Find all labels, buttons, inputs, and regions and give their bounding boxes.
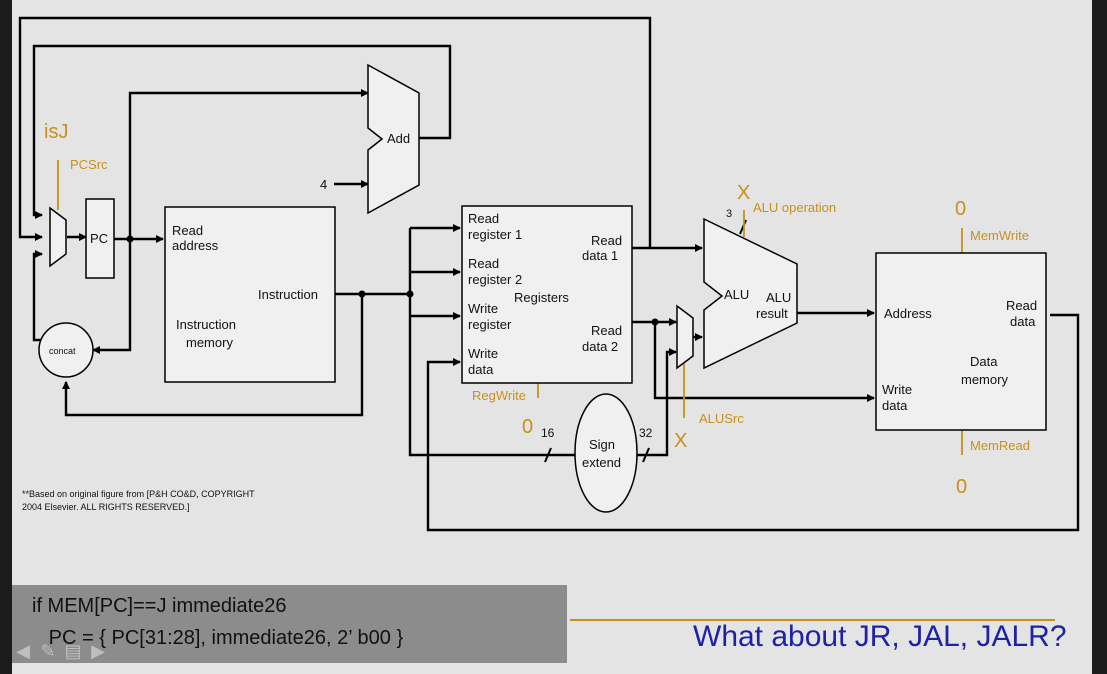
dmem-address-label: Address [884,306,932,321]
signext-in-bits: 16 [541,426,555,440]
regs-readreg1-label-2: register 1 [468,227,522,242]
aluop-bits: 3 [726,208,732,220]
dmem-name-label-2: memory [961,372,1008,387]
junction-dot [651,318,659,326]
wire-signext-to-mux [637,348,677,457]
add-label: Add [387,131,410,146]
regs-readdata2-label-1: Read [591,323,622,338]
wire-jump-target [18,16,652,248]
slide-toolbar: ◀ ✎ ▤ ▶ [12,640,109,662]
add-unit [367,63,420,215]
alu-unit [703,217,798,370]
concat-label: concat [49,346,76,356]
figure-credit-line-2: 2004 Elsevier. ALL RIGHTS RESERVED.] [22,502,190,512]
imem-read-address-label-1: Read [172,223,203,238]
add-const-label: 4 [320,177,327,192]
memwrite-value: 0 [955,198,966,220]
bus-slash [642,447,650,463]
wire-rd2-to-dmem [653,322,875,402]
regs-readdata1-label-1: Read [591,233,622,248]
dmem-writedata-label-2: data [882,398,908,413]
alu-name-label: ALU [724,287,749,302]
dmem-name-label-1: Data [970,354,998,369]
isj-label: isJ [44,121,68,143]
regs-readreg2-label-2: register 2 [468,272,522,287]
bus-slash [739,219,747,235]
memwrite-label: MemWrite [970,228,1029,243]
regs-readdata1-label-2: data 1 [582,248,618,263]
wire-instruction-bus [408,228,575,457]
alu-result-label-2: result [756,306,788,321]
wire-writeback [426,313,1080,532]
signext-name-label-2: extend [582,455,621,470]
pcsrc-label: PCSrc [70,157,108,172]
wire-instr-to-concat [62,294,364,417]
pcsrc-mux [49,206,67,268]
title-underline [570,619,1055,621]
wire-pc-plus4 [32,44,452,219]
regs-writedata-label-1: Write [468,346,498,361]
code-box: if MEM[PC]==J immediate26 PC = { PC[31:2… [12,585,567,663]
dmem-writedata-label-1: Write [882,382,912,397]
instruction-memory [164,206,336,383]
figure-credit-line-1: **Based on original figure from [P&H CO&… [22,489,255,499]
pen-icon[interactable]: ✎ [40,641,56,661]
arrow-left-icon[interactable]: ◀ [16,641,30,661]
code-line-1: if MEM[PC]==J immediate26 [32,595,287,617]
alusrc-label: ALUSrc [699,411,744,426]
dmem-readdata-label-1: Read [1006,298,1037,313]
imem-instruction-label: Instruction [258,287,318,302]
alusrc-mux [676,304,694,370]
arrow-right-icon[interactable]: ▶ [91,641,105,661]
regwrite-label: RegWrite [472,388,526,403]
concat-unit [38,322,94,378]
aluop-value: X [737,182,750,204]
regs-readdata2-label-2: data 2 [582,339,618,354]
dmem-readdata-label-2: data [1010,314,1036,329]
junction-dot [406,290,414,298]
question-text: What about JR, JAL, JALR? [693,620,1067,653]
register-file [461,205,633,384]
bus-slash [544,447,552,463]
regs-readreg2-label-1: Read [468,256,499,271]
sign-extend-unit [574,393,638,513]
signext-name-label-1: Sign [589,437,615,452]
junction-dot [126,235,134,243]
signext-out-value: X [674,430,687,452]
data-memory [875,252,1047,431]
imem-read-address-label-2: address [172,238,219,253]
imem-name-label-1: Instruction [176,317,236,332]
regs-readreg1-label-1: Read [468,211,499,226]
figure-credit: **Based on original figure from [P&H CO&… [22,488,255,514]
regs-writereg-label-1: Write [468,301,498,316]
regs-name-label: Registers [514,290,569,305]
imem-name-label-2: memory [186,335,233,350]
junction-dot [358,290,366,298]
wire-pc-to-add [128,89,369,239]
regs-writedata-label-2: data [468,362,494,377]
signext-in-value: 0 [522,416,533,438]
wire-pc-to-concat [92,239,132,354]
aluop-label: ALU operation [753,200,836,215]
regs-writereg-label-2: register [468,317,512,332]
signext-out-bits: 32 [639,426,653,440]
pc-label: PC [90,231,108,246]
menu-icon[interactable]: ▤ [64,641,82,661]
pc-register [85,198,115,279]
alu-result-label-1: ALU [766,290,791,305]
code-line-2: PC = { PC[31:28], immediate26, 2’ b00 } [32,627,404,649]
memread-label: MemRead [970,438,1030,453]
memread-value: 0 [956,476,967,498]
